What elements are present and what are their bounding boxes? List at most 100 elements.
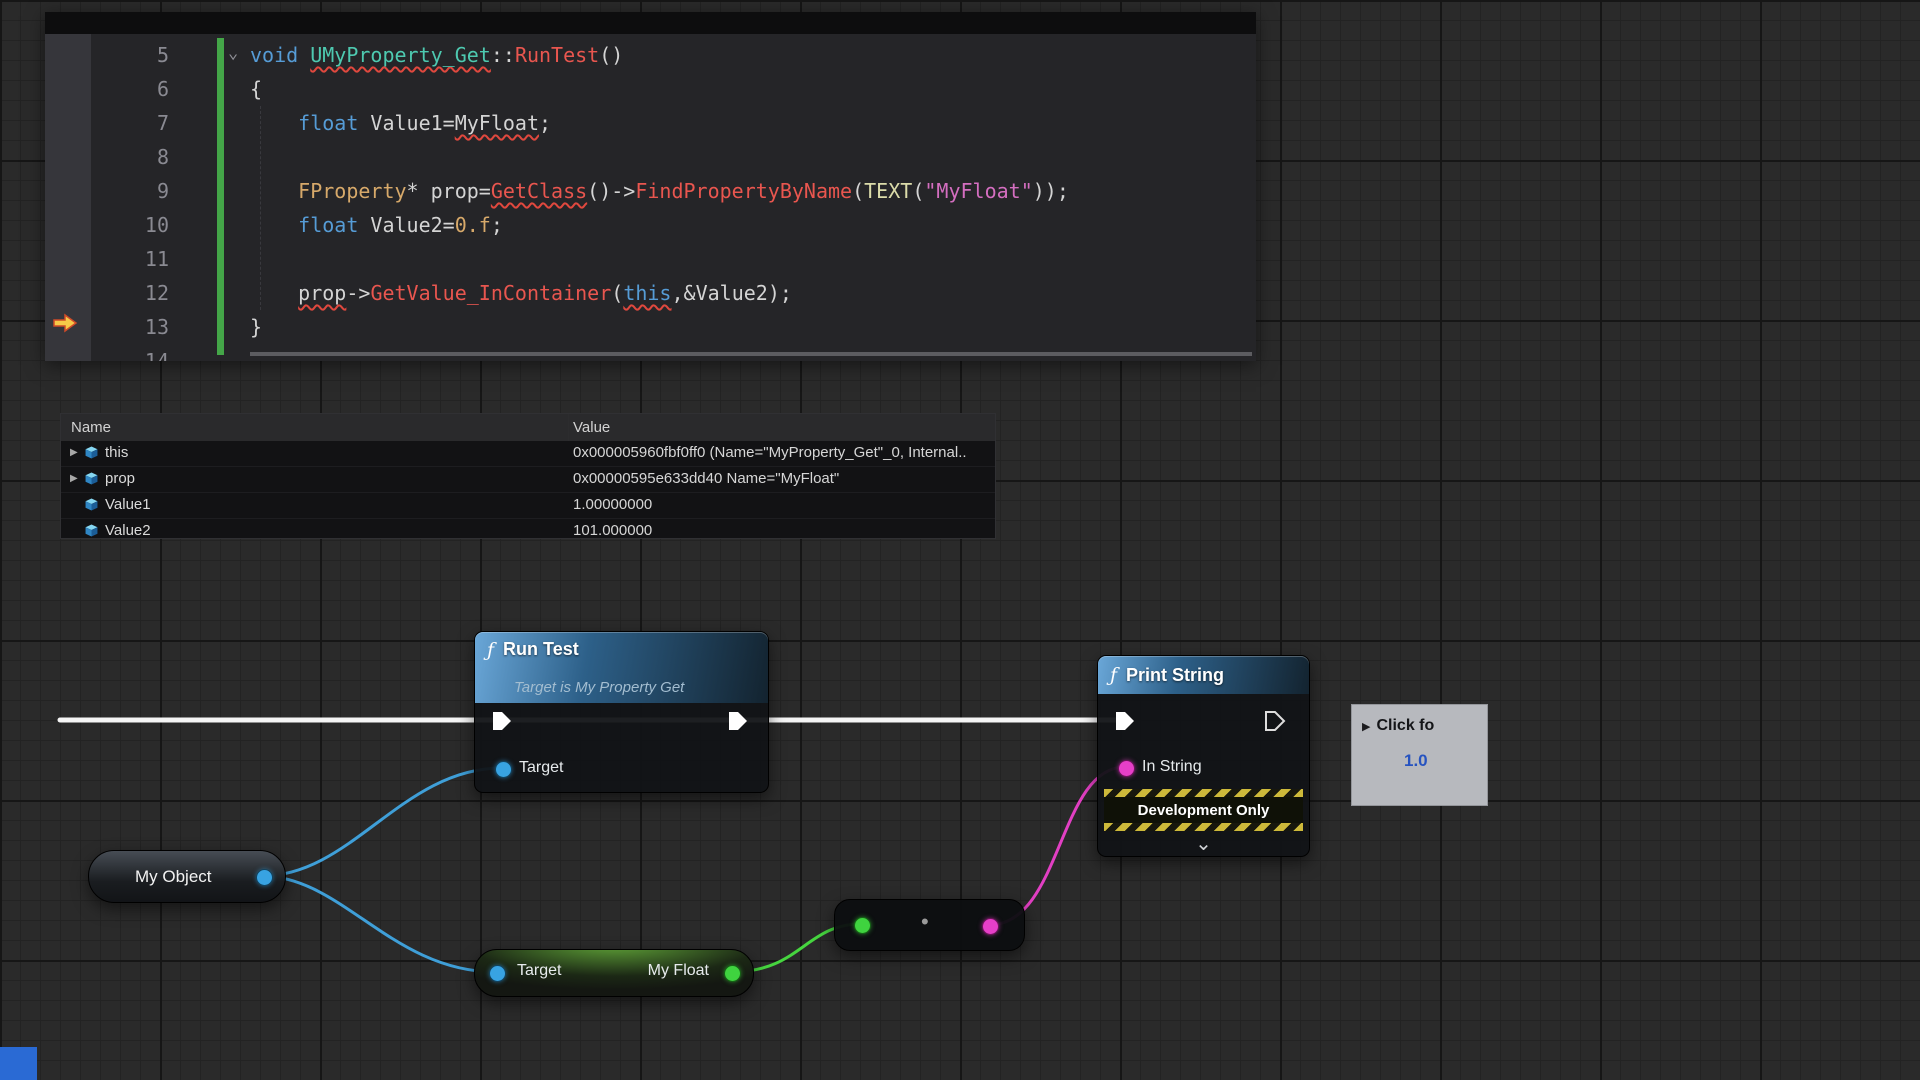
code-token: Value2=: [358, 213, 455, 237]
exec-in-pin[interactable]: [1114, 710, 1136, 732]
watch-value: 101.000000: [573, 522, 653, 539]
string-out-pin[interactable]: [982, 918, 999, 935]
code-token: }: [250, 315, 263, 339]
name-column-header: Name: [71, 419, 112, 436]
hazard-stripe: [1104, 823, 1303, 831]
hazard-stripe: [1104, 789, 1303, 797]
code-token: ;: [539, 111, 552, 135]
print-string-node-header[interactable]: ƒ Print String: [1098, 656, 1309, 694]
line-number: 14: [144, 349, 169, 361]
code-token: GetValue_InContainer: [370, 281, 612, 305]
function-icon: ƒ: [1110, 664, 1118, 686]
code-token: this: [623, 281, 672, 305]
run-test-node[interactable]: ƒ Run Test Target is My Property Get Tar…: [474, 631, 769, 793]
code-token: * prop=: [406, 179, 491, 203]
my-object-node[interactable]: My Object: [88, 850, 286, 903]
code-token: void: [250, 43, 311, 67]
line-number: 7: [156, 111, 169, 135]
code-token: [250, 179, 298, 203]
code-token: [250, 111, 298, 135]
code-token: (): [599, 43, 624, 67]
line-number: 10: [144, 213, 169, 237]
variable-icon: [85, 472, 98, 490]
tooltip-row[interactable]: ▶Click fo: [1352, 705, 1487, 735]
target-pin-label: Target: [519, 759, 564, 776]
code-token: "MyFloat": [924, 179, 1033, 203]
my-float-pin-label: My Float: [647, 962, 709, 979]
code-line: float Value1=MyFloat;: [250, 106, 1256, 140]
code-area[interactable]: ⌄void UMyProperty_Get::RunTest(){ float …: [228, 38, 1256, 361]
expand-triangle-icon[interactable]: ▶: [70, 473, 78, 484]
indent-guide: [260, 106, 261, 310]
line-number: 5: [156, 43, 169, 67]
code-line: [250, 140, 1256, 174]
line-number: 12: [144, 281, 169, 305]
code-line: ⌄void UMyProperty_Get::RunTest(): [228, 38, 1256, 72]
exec-out-pin[interactable]: [1264, 710, 1286, 732]
expand-triangle-icon[interactable]: ▶: [70, 447, 78, 458]
watch-name: Value1: [105, 496, 151, 513]
code-token: ,&Value2);: [671, 281, 792, 305]
print-string-node[interactable]: ƒ Print String In String Development Onl…: [1097, 655, 1310, 857]
code-token: Value1=: [358, 111, 455, 135]
my-float-out-pin[interactable]: [724, 965, 741, 982]
chevron-down-icon[interactable]: ⌄: [1195, 833, 1212, 855]
code-line: [250, 242, 1256, 276]
object-wire-to-getter: [260, 874, 498, 974]
exec-in-pin[interactable]: [491, 710, 513, 732]
watch-name: this: [105, 444, 129, 461]
exec-out-pin[interactable]: [727, 710, 749, 732]
code-line: {: [250, 72, 1256, 106]
variable-icon: [85, 446, 98, 464]
code-token: FProperty: [298, 179, 407, 203]
object-out-pin[interactable]: [256, 869, 273, 886]
code-token: MyFloat: [454, 111, 540, 135]
fold-chevron-icon[interactable]: ⌄: [228, 43, 239, 63]
in-string-pin[interactable]: [1118, 760, 1135, 777]
code-line: }: [250, 310, 1256, 344]
my-object-label: My Object: [135, 866, 212, 886]
breakpoint-gutter[interactable]: [45, 34, 91, 361]
code-token: ()->: [587, 179, 636, 203]
development-only-label: Development Only: [1104, 797, 1303, 823]
line-number: 11: [144, 247, 169, 271]
code-token: ));: [1032, 179, 1069, 203]
play-triangle-icon: ▶: [1362, 721, 1371, 733]
run-test-node-header[interactable]: ƒ Run Test Target is My Property Get: [475, 632, 768, 703]
my-float-getter-node[interactable]: Target My Float: [474, 949, 754, 997]
code-line: float Value2=0.f;: [250, 208, 1256, 242]
execution-pointer-icon: [53, 313, 78, 333]
target-pin[interactable]: [495, 761, 512, 778]
line-number: 6: [156, 77, 169, 101]
debug-value-tooltip[interactable]: ▶Click fo 1.0: [1351, 704, 1488, 806]
editor-topbar: [45, 12, 1256, 34]
code-line: FProperty* prop=GetClass()->FindProperty…: [250, 174, 1256, 208]
run-test-subtitle: Target is My Property Get: [514, 679, 685, 696]
function-icon: ƒ: [487, 639, 495, 661]
code-token: TEXT: [864, 179, 913, 203]
code-token: RunTest: [514, 43, 600, 67]
variable-icon: [85, 524, 98, 538]
line-number: 8: [156, 145, 169, 169]
code-token: ::: [490, 43, 515, 67]
target-pin[interactable]: [489, 965, 506, 982]
code-token: (: [611, 281, 624, 305]
tooltip-value: 1.0: [1404, 751, 1428, 770]
target-pin-label: Target: [517, 962, 562, 979]
run-test-title: Run Test: [503, 639, 579, 659]
code-token: (: [852, 179, 865, 203]
code-token: float: [298, 213, 359, 237]
horizontal-scrollbar[interactable]: [250, 352, 1252, 356]
float-in-pin[interactable]: [854, 917, 871, 934]
to-string-conversion-node[interactable]: •: [834, 899, 1025, 951]
conversion-dot-icon: •: [921, 909, 929, 934]
corner-indicator: [0, 1047, 37, 1080]
